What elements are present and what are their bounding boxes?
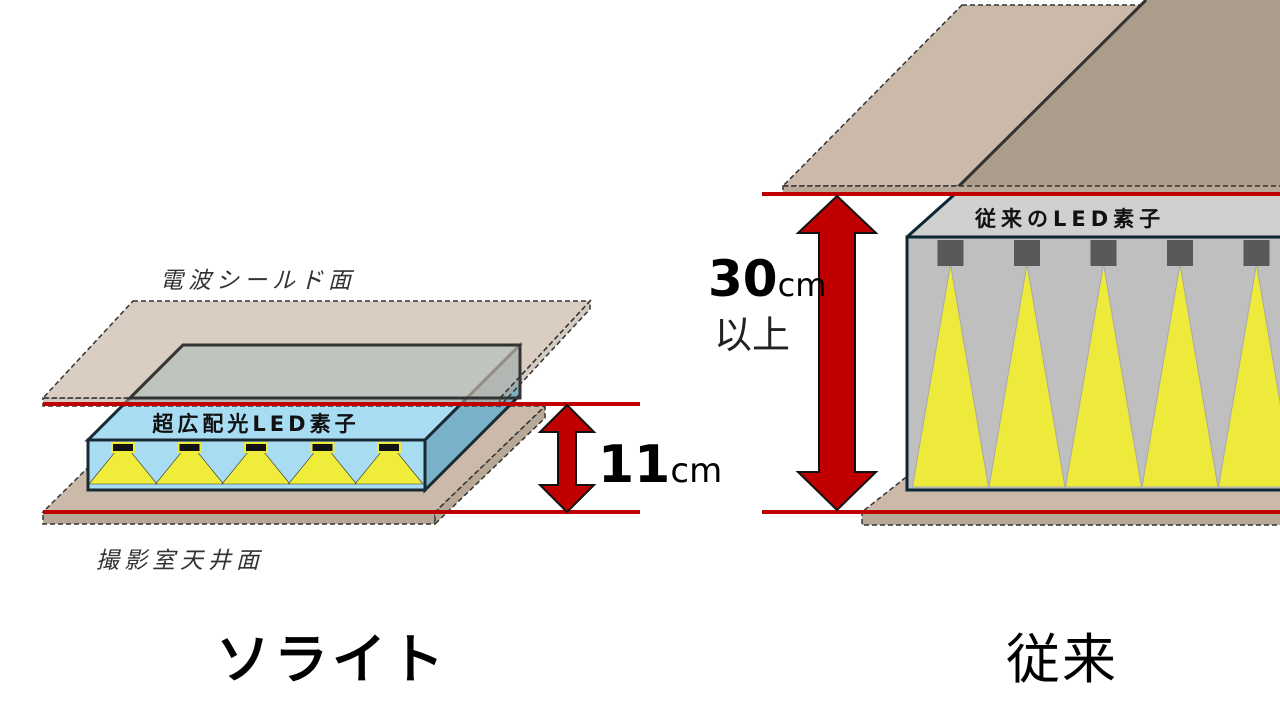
soraito-diagram: 超広配光LED素子 11cm 電波シールド面 撮影室天井面 ソライト xyxy=(41,268,722,691)
shield-surface-label: 電波シールド面 xyxy=(160,268,356,294)
conventional-caption: 従来 xyxy=(1006,628,1118,691)
led-chip xyxy=(1090,240,1117,266)
light-beam xyxy=(911,263,990,488)
shield-plate xyxy=(41,299,592,408)
led-chip xyxy=(1243,240,1270,266)
led-chip xyxy=(177,442,202,453)
ceiling-surface-label: 撮影室天井面 xyxy=(96,548,264,574)
height-value: 30 xyxy=(708,250,778,308)
conventional-height: 30cm xyxy=(708,250,826,308)
led-chip xyxy=(310,442,335,453)
led-chip xyxy=(1014,240,1040,266)
led-chip xyxy=(111,442,135,453)
light-beam xyxy=(1064,263,1143,488)
led-chip xyxy=(244,442,268,453)
height-unit: cm xyxy=(670,451,722,491)
light-beam xyxy=(1217,263,1280,488)
height-double-arrow xyxy=(537,403,597,514)
light-beam xyxy=(1141,263,1219,488)
conventional-diagram: 従来のLED素子 30cm 以上 従来 xyxy=(708,0,1280,691)
conventional-device-label: 従来のLED素子 xyxy=(974,207,1165,231)
led-chip xyxy=(377,442,401,453)
led-chip xyxy=(1167,240,1193,266)
conventional-height-double-arrow xyxy=(795,194,879,512)
height-value: 11 xyxy=(598,435,670,495)
height-unit: cm xyxy=(778,266,827,304)
conventional-shield-plate xyxy=(781,0,1280,195)
soraito-caption: ソライト xyxy=(216,628,448,691)
soraito-device-label: 超広配光LED素子 xyxy=(152,412,359,436)
height-qualifier: 以上 xyxy=(714,313,790,357)
led-chip xyxy=(937,240,964,266)
soraito-height: 11cm xyxy=(598,435,722,495)
light-beam xyxy=(988,263,1066,488)
conventional-led-box xyxy=(905,192,1280,492)
